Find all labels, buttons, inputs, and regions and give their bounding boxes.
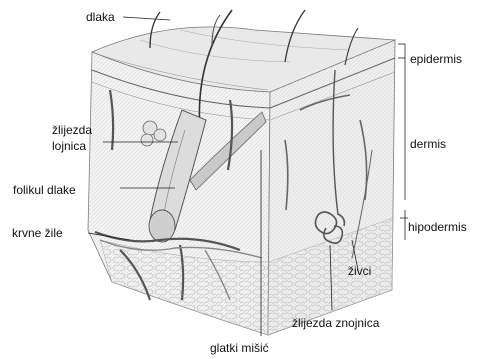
label-hypodermis: hipodermis: [408, 220, 467, 234]
label-smooth-muscle: glatki mišić: [210, 341, 269, 355]
label-sebaceous-gland-line1: žlijezda: [52, 123, 92, 137]
label-dermis: dermis: [410, 137, 446, 151]
label-sweat-gland: žlijezda znojnica: [292, 316, 379, 330]
label-sebaceous-gland-line2: lojnica: [52, 139, 86, 153]
label-epidermis: epidermis: [410, 52, 462, 66]
label-hair-follicle: folikul dlake: [13, 183, 76, 197]
label-nerves: živci: [348, 264, 371, 278]
label-hair: dlaka: [86, 10, 115, 24]
label-blood-vessels: krvne žile: [12, 226, 63, 240]
